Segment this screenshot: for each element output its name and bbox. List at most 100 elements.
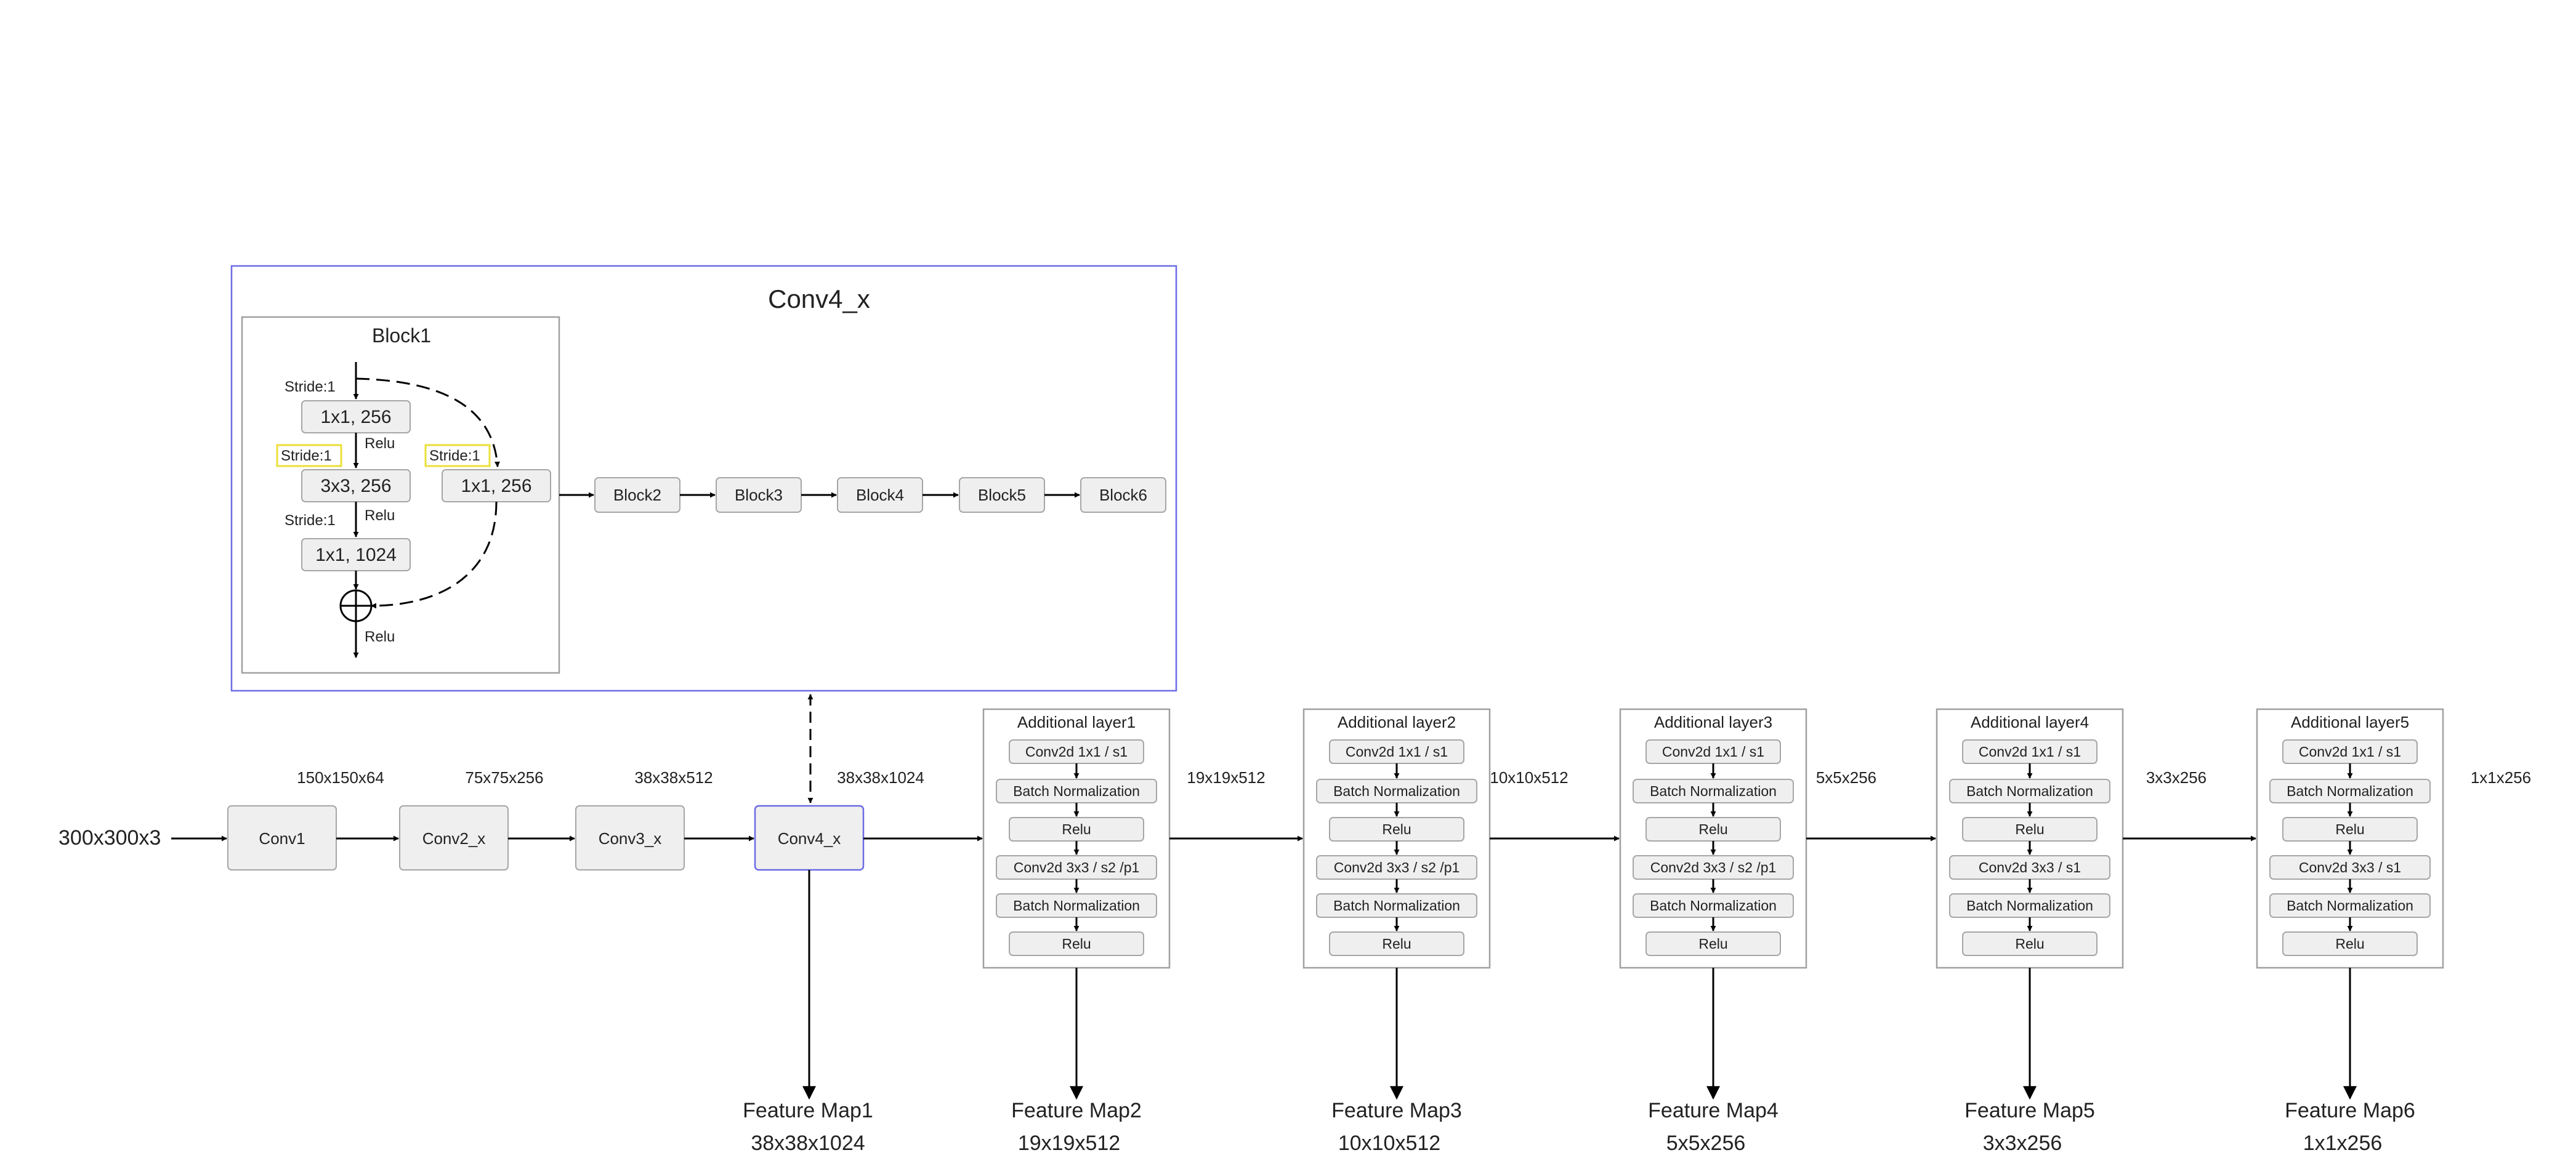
op-label: Batch Normalization [1333,898,1460,914]
op-box: Conv2d 1x1 / s1 [1962,739,2098,764]
feature-map-6-name: Feature Map6 [2285,1099,2415,1122]
block6-box: Block6 [1080,477,1166,513]
op-box: Relu [1962,931,2098,956]
op-box: Conv2d 1x1 / s1 [1009,739,1144,764]
block4-box: Block4 [837,477,923,513]
op-box: Batch Normalization [1949,893,2110,918]
op-box: Batch Normalization [1949,779,2110,803]
op-label: Conv2d 1x1 / s1 [1979,744,2081,760]
op-box: Batch Normalization [1316,893,1477,918]
op-label: Conv2d 3x3 / s2 /p1 [1650,859,1777,875]
stride-label: Stride:1 [429,448,480,464]
op-box: Conv2d 3x3 / s2 /p1 [1316,855,1477,880]
op-box: Conv2d 3x3 / s2 /p1 [996,855,1157,880]
op-label: Conv2d 1x1 / s1 [2299,744,2401,760]
feature-map-1-dim: 38x38x1024 [751,1132,865,1155]
op-label: Relu [2335,821,2364,837]
feature-map-3-dim: 10x10x512 [1338,1132,1440,1155]
additional-layer-title: Additional layer1 [1017,713,1136,731]
svg-text:Conv4_x: Conv4_x [778,829,841,848]
stride-label: Stride:1 [285,379,336,395]
input-label: 300x300x3 [59,826,161,850]
stride-label: Stride:1 [281,448,332,464]
dim-label: 150x150x64 [297,768,384,787]
op-label: Batch Normalization [1013,783,1140,799]
op-label: Conv2d 3x3 / s1 [2299,859,2401,875]
svg-text:Block6: Block6 [1099,486,1147,504]
op-label: Relu [2015,936,2044,952]
op-label: Batch Normalization [1650,898,1777,914]
op-box: Relu [2282,817,2418,842]
op-box: Conv2d 3x3 / s1 [2269,855,2431,880]
op-label: Batch Normalization [1966,783,2093,799]
op-box: Conv2d 3x3 / s2 /p1 [1633,855,1794,880]
op-box: Batch Normalization [996,779,1157,803]
feature-map-3-name: Feature Map3 [1331,1099,1462,1122]
conv2x-box: Conv2_x [399,805,509,871]
op-label: Batch Normalization [1013,898,1140,914]
op-box: Relu [1962,817,2098,842]
op-label: Relu [1062,821,1091,837]
additional-layer-title: Additional layer5 [2291,713,2409,731]
conv4x-box: Conv4_x [754,805,865,871]
op-box: Batch Normalization [1316,779,1477,803]
dim-label: 19x19x512 [1187,768,1265,787]
conv3x-box: Conv3_x [575,805,685,871]
op-label: Conv2d 1x1 / s1 [1662,744,1764,760]
op-box: Conv2d 1x1 / s1 [2282,739,2418,764]
additional-layer-title: Additional layer4 [1971,713,2089,731]
svg-text:Conv2_x: Conv2_x [422,829,486,848]
op-label: Conv2d 3x3 / s2 /p1 [1014,859,1140,875]
block1-shortcut-conv-1x1-256: 1x1, 256 [442,469,551,502]
dim-label: 38x38x512 [634,768,713,787]
shortcut-merge [371,501,498,609]
feature-map-2-dim: 19x19x512 [1018,1132,1120,1155]
feature-map-6-dim: 1x1x256 [2303,1132,2383,1155]
op-box: Relu [1329,817,1464,842]
op-box: Batch Normalization [2269,893,2431,918]
dim-label: 38x38x1024 [837,768,924,787]
op-label: Relu [1382,821,1411,837]
op-label: Relu [1698,936,1727,952]
additional-layer-title: Additional layer2 [1338,713,1456,731]
op-label: Batch Normalization [1650,783,1777,799]
conv1-box: Conv1 [227,805,337,871]
op-box: Relu [1009,931,1144,956]
op-box: Relu [1645,817,1781,842]
block5-box: Block5 [959,477,1045,513]
svg-text:1x1, 1024: 1x1, 1024 [315,545,397,565]
op-label: Relu [2335,936,2364,952]
svg-text:1x1, 256: 1x1, 256 [461,476,531,496]
feature-map-5-dim: 3x3x256 [1983,1132,2062,1155]
block1-conv-3x3-256: 3x3, 256 [301,469,411,502]
shortcut-connection [355,377,500,467]
stride-highlight [276,444,342,467]
op-box: Batch Normalization [996,893,1157,918]
op-label: Batch Normalization [1333,783,1460,799]
op-box: Relu [1329,931,1464,956]
feature-map-5-name: Feature Map5 [1964,1099,2095,1122]
conv4-detail-panel: Conv4_x Block1 Stride:1 1x1, 256 Relu St… [230,265,1177,692]
op-label: Conv2d 3x3 / s2 /p1 [1334,859,1460,875]
op-label: Relu [2015,821,2044,837]
block2-box: Block2 [594,477,680,513]
op-label: Conv2d 3x3 / s1 [1979,859,2081,875]
op-box: Batch Normalization [2269,779,2431,803]
stride-highlight [424,444,491,467]
feature-map-4-dim: 5x5x256 [1666,1132,1746,1155]
relu-label: Relu [365,507,395,524]
op-label: Relu [1698,821,1727,837]
svg-text:Block2: Block2 [613,486,661,504]
op-box: Relu [2282,931,2418,956]
feature-map-4-name: Feature Map4 [1648,1099,1779,1122]
op-box: Relu [1009,817,1144,842]
block1-conv-1x1-1024: 1x1, 1024 [301,538,411,571]
op-box: Batch Normalization [1633,779,1794,803]
svg-text:Block4: Block4 [856,486,904,504]
block1-frame: Block1 Stride:1 1x1, 256 Relu Stride:1 3… [241,316,560,674]
